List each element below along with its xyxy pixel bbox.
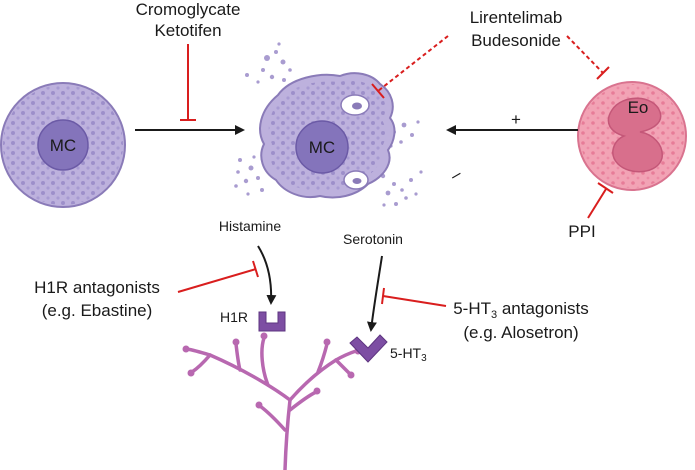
ppi-inhibitor	[587, 182, 614, 219]
nerve-ending	[185, 336, 358, 470]
drug-ebastine: (e.g. Ebastine)	[42, 301, 153, 320]
drug-5ht3-antagonists: 5-HT3 antagonists	[453, 299, 589, 321]
mediator-serotonin: Serotonin	[343, 231, 403, 247]
mediator-histamine: Histamine	[219, 218, 281, 234]
histamine-arrow	[257, 245, 277, 305]
released-granules	[234, 42, 423, 207]
h1r-antagonist-inhibitor	[177, 260, 259, 293]
receptor-5ht3-label: 5-HT3	[390, 345, 427, 364]
eo-nucleus	[607, 97, 663, 173]
eosinophil: Eo	[577, 81, 687, 191]
lirentelimab-inhibitor-mc	[371, 35, 449, 99]
lirentelimab-inhibitor-eo	[566, 35, 610, 80]
receptor-h1r-label: H1R	[220, 309, 248, 325]
plus-sign: +	[511, 110, 521, 129]
mc-center-nucleus	[295, 120, 349, 174]
eo-label: Eo	[628, 98, 649, 117]
serotonin-arrow	[366, 255, 383, 332]
drug-budesonide: Budesonide	[471, 31, 561, 50]
drug-ppi: PPI	[568, 222, 595, 241]
drug-alosetron: (e.g. Alosetron)	[463, 323, 578, 342]
resting-mast-cell: MC	[0, 82, 126, 208]
5ht3-antagonist-inhibitor	[381, 287, 447, 307]
minus-sign: –	[447, 164, 465, 185]
drug-h1r-antagonists: H1R antagonists	[34, 278, 160, 297]
mc-left-label: MC	[50, 136, 76, 155]
mc-center-label: MC	[309, 138, 335, 157]
5ht3-receptor-icon	[349, 334, 388, 363]
h1r-receptor-icon	[258, 311, 286, 332]
mc-left-nucleus	[37, 119, 89, 171]
drug-cromoglycate: Cromoglycate	[136, 0, 241, 19]
stabilizer-inhibitor	[180, 44, 196, 121]
drug-ketotifen: Ketotifen	[154, 21, 221, 40]
activated-mast-cell: MC	[259, 72, 396, 199]
drug-lirentelimab: Lirentelimab	[470, 8, 563, 27]
nerve-terminals	[182, 332, 362, 409]
